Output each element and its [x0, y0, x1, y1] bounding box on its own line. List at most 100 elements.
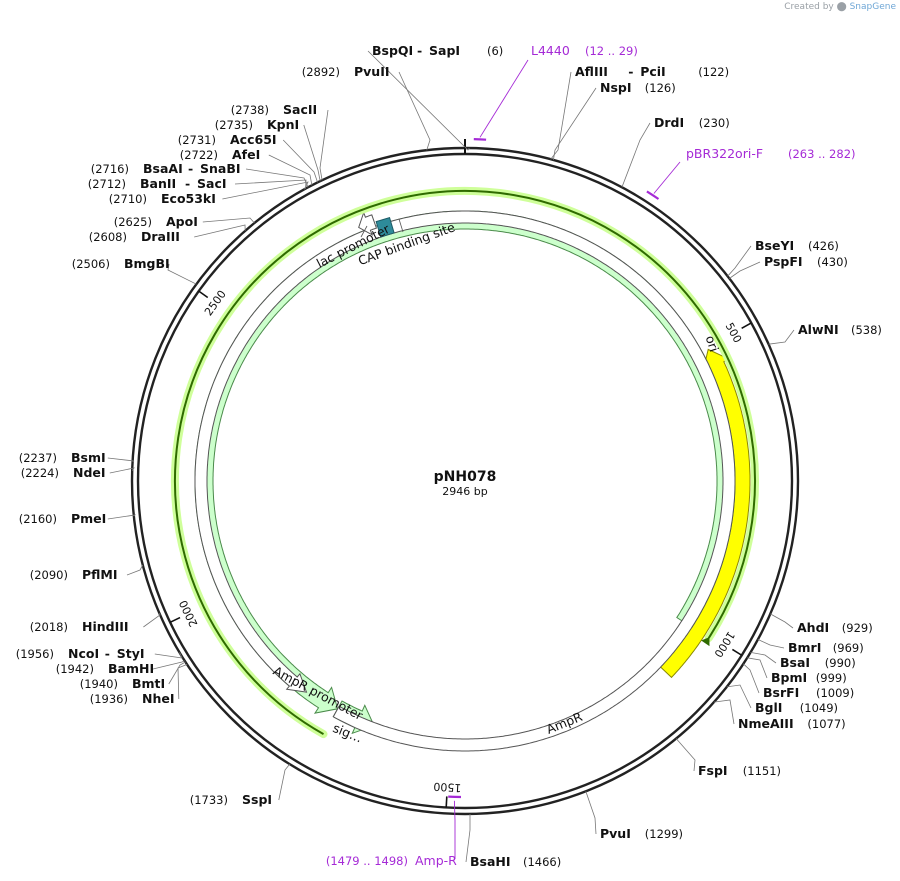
- enzyme-leader-line: [167, 263, 197, 285]
- enzyme-name: BsmI: [71, 450, 106, 465]
- enzyme-site-bmri[interactable]: BmrI(969): [757, 639, 864, 655]
- enzyme-name: SacII: [283, 102, 317, 117]
- enzyme-site-nspi[interactable]: NspI(126): [553, 80, 676, 161]
- enzyme-position: (2018): [30, 620, 68, 634]
- enzyme-site-sacii[interactable]: (2738)SacII: [231, 102, 329, 181]
- enzyme-site-ncoi[interactable]: (1956)NcoI-StyI: [16, 646, 183, 661]
- enzyme-leader-line: [621, 122, 651, 188]
- feature-label-ampr: AmpR: [544, 709, 585, 737]
- enzyme-site-alwni[interactable]: AlwNI(538): [768, 322, 882, 345]
- enzyme-site-acc65i[interactable]: (2731)Acc65I: [178, 132, 318, 183]
- enzyme-position: (990): [825, 656, 856, 670]
- enzyme-site-eco53ki[interactable]: (2710)Eco53kI: [109, 181, 309, 206]
- enzyme-site-hindiii[interactable]: (2018) HindIII: [30, 613, 161, 634]
- enzyme-site-ahdi[interactable]: AhdI(929): [770, 613, 873, 635]
- enzyme-site-pflmi[interactable]: (2090)PflMI: [30, 564, 144, 582]
- enzyme-site-bsrfi[interactable]: BsrFI (1009): [743, 663, 854, 700]
- enzyme-site-bmgbi[interactable]: (2506)BmgBI: [72, 256, 197, 285]
- feature-ampr-promoter-arrow[interactable]: [194, 210, 736, 752]
- enzyme-name: BseYI: [755, 238, 794, 253]
- enzyme-site-apoi[interactable]: (2625)ApoI: [114, 214, 255, 229]
- enzyme-position: (2160): [19, 512, 57, 526]
- enzyme-leader-line: [107, 457, 135, 462]
- enzyme-position: (2712): [88, 177, 126, 191]
- enzyme-site-afei[interactable]: (2722)AfeI: [180, 147, 313, 186]
- enzyme-name: AfeI: [232, 147, 260, 162]
- enzyme-name: BpmI: [771, 670, 807, 685]
- snapgene-credit: Created by ⬤ SnapGene: [784, 2, 896, 12]
- enzyme-site-draiii[interactable]: (2608)DraIII: [89, 224, 246, 244]
- enzyme-name-alt: SnaBI: [200, 161, 241, 176]
- enzyme-site-ndei[interactable]: (2224)NdeI: [21, 465, 135, 480]
- orf-line[interactable]: [173, 189, 756, 735]
- enzyme-dash: -: [105, 646, 110, 661]
- enzyme-leader-line: [234, 179, 307, 189]
- enzyme-site-bmti[interactable]: (1940)BmtI: [80, 661, 186, 691]
- primer-l4440[interactable]: L4440(12 .. 29): [473, 43, 638, 141]
- enzyme-name: AhdI: [797, 620, 829, 635]
- enzyme-site-nhei[interactable]: (1936)NheI: [90, 664, 188, 706]
- primer-name: pBR322ori-F: [686, 146, 763, 161]
- primer-pbr322ori-f[interactable]: pBR322ori-F(263 .. 282): [646, 146, 856, 200]
- enzyme-leader-line: [585, 791, 597, 835]
- enzyme-site-bsaai[interactable]: (2716)BsaAI-SnaBI: [91, 161, 309, 188]
- enzyme-site-sspi[interactable]: (1733)SspI: [190, 763, 291, 807]
- enzyme-site-bsmi[interactable]: (2237)BsmI: [19, 450, 135, 465]
- plasmid-length: 2946 bp: [442, 485, 487, 498]
- enzyme-site-pvuii[interactable]: (2892)PvuII: [302, 64, 431, 151]
- enzyme-site-kpni[interactable]: (2735)KpnI: [215, 117, 321, 182]
- enzyme-name: AlwNI: [798, 322, 839, 337]
- credit-brand: SnapGene: [849, 2, 896, 12]
- orf-arrowhead: [701, 637, 710, 647]
- enzyme-position: (2710): [109, 192, 147, 206]
- enzyme-site-pmei[interactable]: (2160)PmeI: [19, 511, 137, 526]
- enzyme-site-nmeaiii[interactable]: NmeAIII(1077): [713, 699, 846, 731]
- enzyme-site-bspqi[interactable]: BspQI-SapI(6): [367, 43, 503, 151]
- enzyme-site-bseyi[interactable]: BseYI(426): [727, 238, 839, 277]
- enzyme-leader-line: [168, 661, 186, 685]
- enzyme-leader-line: [268, 154, 313, 186]
- enzyme-name: BsaAI: [143, 161, 183, 176]
- enzyme-name: BsaHI: [470, 854, 511, 869]
- feature-lac-promoter-arrow[interactable]: [358, 211, 378, 236]
- enzyme-layer: BspQI-SapI(6)(2892)PvuII AflIII-PciI(122)…: [16, 43, 882, 869]
- enzyme-name: HindIII: [82, 619, 129, 634]
- snapgene-logo-icon: ⬤: [836, 2, 847, 12]
- enzyme-name: NdeI: [73, 465, 106, 480]
- enzyme-name: DraIII: [141, 229, 180, 244]
- enzyme-name: BsrFI: [763, 685, 799, 700]
- enzyme-site-pspfi[interactable]: PspFI(430): [729, 254, 848, 279]
- enzyme-site-bsahi[interactable]: BsaHI (1466): [465, 814, 561, 869]
- enzyme-position: (1956): [16, 647, 54, 661]
- enzyme-site-bsai[interactable]: BsaI(990): [750, 652, 856, 670]
- enzyme-name: ApoI: [166, 214, 198, 229]
- enzyme-position: (1466): [523, 855, 561, 869]
- enzyme-leader-line: [109, 467, 135, 474]
- enzyme-site-bpmi[interactable]: BpmI(999): [747, 657, 847, 685]
- enzyme-leader-line: [278, 763, 291, 801]
- enzyme-name: BmtI: [132, 676, 165, 691]
- enzyme-site-bgli[interactable]: BglI(1049): [726, 684, 838, 715]
- tick-mark-2500: [198, 290, 209, 299]
- primer-amp-r[interactable]: (1479 .. 1498)Amp-R: [326, 795, 462, 868]
- tick-mark-1500: [445, 796, 448, 808]
- feature-cap-binding-site-box[interactable]: [375, 217, 395, 238]
- enzyme-site-banii[interactable]: (2712)BanII-SacI: [88, 176, 307, 191]
- enzyme-site-pvui[interactable]: PvuI(1299): [585, 791, 683, 841]
- enzyme-leader-line: [770, 613, 794, 629]
- enzyme-site-afliii[interactable]: AflIII-PciI(122): [550, 64, 729, 160]
- feature-ampr-arrow[interactable]: [194, 210, 736, 714]
- enzyme-leader-line: [152, 660, 185, 670]
- enzyme-leader-line: [126, 564, 144, 576]
- enzyme-position: (1009): [816, 686, 854, 700]
- enzyme-name: BglI: [755, 700, 782, 715]
- enzyme-name: NcoI: [68, 646, 99, 661]
- enzyme-site-bamhi[interactable]: (1942)BamHI: [56, 660, 185, 676]
- enzyme-site-drdi[interactable]: DrdI(230): [621, 115, 730, 188]
- feature-label-ori: ori: [703, 334, 722, 354]
- enzyme-name-alt: SapI: [429, 43, 460, 58]
- enzyme-position: (122): [698, 65, 729, 79]
- enzyme-name: BmgBI: [124, 256, 170, 271]
- enzyme-site-fspi[interactable]: FspI(1151): [675, 738, 781, 779]
